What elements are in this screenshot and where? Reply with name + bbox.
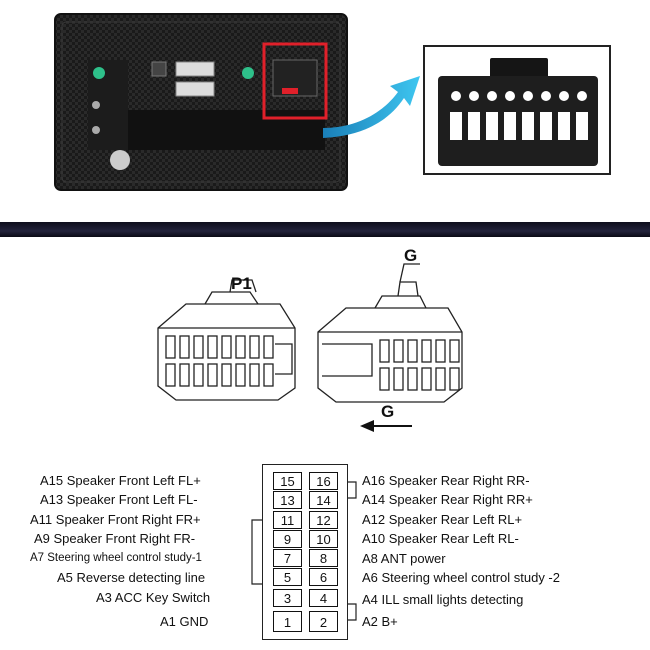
pin-label-a2: A2 B+: [362, 614, 398, 629]
connector-g: [317, 263, 463, 403]
pin-label-a4: A4 ILL small lights detecting: [362, 592, 524, 607]
pin-10: 10: [309, 530, 338, 548]
connector-p1: [157, 279, 296, 401]
pin-15: 15: [273, 472, 302, 490]
g-label-arrow: G: [381, 402, 395, 421]
pointer-arrow-icon: [323, 76, 420, 138]
pin-label-a12: A12 Speaker Rear Left RL+: [362, 512, 523, 527]
pin-label-a10: A10 Speaker Rear Left RL-: [362, 531, 519, 546]
g-label-top: G: [404, 246, 418, 265]
pin-7: 7: [273, 549, 302, 567]
pinout-brackets: [251, 481, 357, 621]
pin-5: 5: [273, 568, 302, 586]
highlight-box: [262, 42, 328, 120]
pin-1: 1: [273, 611, 302, 632]
direction-arrow-icon: [360, 420, 412, 432]
head-unit-rear-photo: [54, 13, 611, 191]
pin-label-a6: A6 Steering wheel control study -2: [362, 570, 560, 585]
pin-label-a1: A1 GND: [160, 614, 209, 629]
pin-16: 16: [309, 472, 338, 490]
pin-label-a14: A14 Speaker Rear Right RR+: [362, 492, 533, 507]
pin-9: 9: [273, 530, 302, 548]
divider-band: [0, 222, 650, 237]
zoomed-connector: [438, 58, 598, 166]
pin-label-a11: A11 Speaker Front Right FR+: [30, 512, 201, 527]
pin-label-a7: A7 Steering wheel control study-1: [30, 552, 202, 564]
pin-label-a16: A16 Speaker Rear Right RR-: [362, 473, 530, 488]
product-photo: [0, 0, 650, 218]
pin-3: 3: [273, 589, 302, 607]
p1-label: P1: [231, 274, 252, 293]
pin-12: 12: [309, 511, 338, 529]
pin-label-a5: A5 Reverse detecting line: [57, 570, 206, 585]
pin-14: 14: [309, 491, 338, 509]
green-connector-icon: [242, 67, 254, 79]
pinout-frame: [262, 464, 348, 640]
pin-8: 8: [309, 549, 338, 567]
pin-label-a13: A13 Speaker Front Left FL-: [40, 492, 198, 507]
green-connector-icon: [93, 67, 105, 79]
pin-label-a15: A15 Speaker Front Left FL+: [40, 473, 201, 488]
pin-label-a8: A8 ANT power: [362, 551, 446, 566]
pin-label-a3: A3 ACC Key Switch: [96, 590, 211, 605]
connector-drawings: [157, 263, 463, 432]
pin-label-a9: A9 Speaker Front Right FR-: [34, 531, 196, 546]
pin-2: 2: [309, 611, 338, 632]
pin-6: 6: [309, 568, 338, 586]
pin-11: 11: [273, 511, 302, 529]
pin-13: 13: [273, 491, 302, 509]
pin-4: 4: [309, 589, 338, 607]
